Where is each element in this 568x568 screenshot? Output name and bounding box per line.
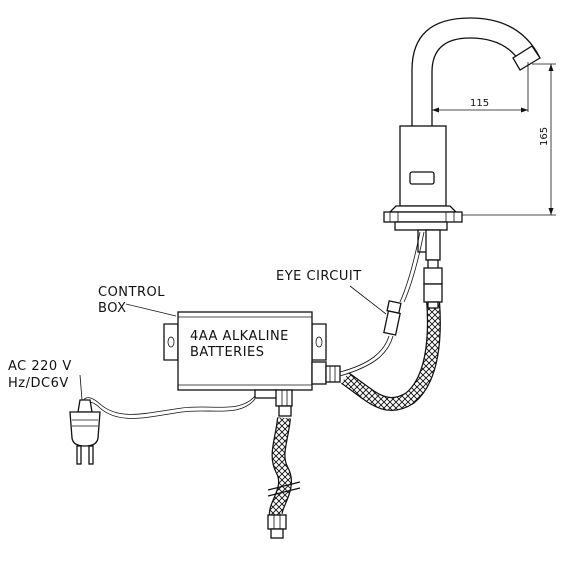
sensor-body bbox=[399, 125, 447, 207]
sensor-window bbox=[409, 171, 435, 185]
control-box-label-line2: BOX bbox=[98, 301, 127, 316]
braided-hose-inlet bbox=[267, 417, 301, 539]
box-bottom-fitting bbox=[275, 389, 293, 407]
eye-circuit-cable bbox=[339, 231, 425, 377]
braided-hose-main bbox=[341, 283, 443, 411]
plug-body bbox=[69, 411, 101, 447]
plug-pin-left bbox=[76, 445, 82, 465]
hose-nut-top bbox=[423, 267, 443, 285]
box-ear-right bbox=[311, 323, 327, 361]
control-box-body bbox=[177, 311, 313, 391]
power-cable bbox=[79, 374, 256, 419]
mounting-plate bbox=[394, 221, 448, 231]
box-valve-port bbox=[311, 361, 327, 385]
inlet-fitting bbox=[425, 229, 441, 261]
control-box-label-line1: CONTROL bbox=[98, 285, 165, 300]
faucet-body bbox=[383, 17, 541, 285]
batteries-label-line2: BATTERIES bbox=[190, 345, 265, 360]
inlet-hose-nut bbox=[267, 514, 287, 530]
hose-fitting-upper bbox=[423, 283, 443, 303]
power-plug bbox=[69, 399, 101, 465]
batteries-label-line1: 4AA ALKALINE bbox=[190, 329, 289, 344]
control-box-leader bbox=[125, 303, 177, 317]
plug-pin-right bbox=[88, 445, 94, 465]
faucet-base bbox=[388, 205, 458, 213]
control-box: 4AA ALKALINE BATTERIES bbox=[163, 311, 341, 417]
power-label-line2: Hz/DC6V bbox=[8, 376, 69, 391]
eye-circuit-label: EYE CIRCUIT bbox=[276, 269, 362, 284]
power-label-line1: AC 220 V bbox=[8, 359, 72, 374]
eye-circuit-connector bbox=[383, 310, 401, 336]
spout-height-label: 165 bbox=[539, 127, 550, 146]
spout-reach-label: 115 bbox=[470, 98, 489, 109]
base-ring bbox=[383, 211, 463, 223]
box-ear-left bbox=[163, 323, 179, 361]
dimension-annotations: 115 165 bbox=[432, 62, 556, 216]
spout-tip bbox=[512, 45, 541, 71]
